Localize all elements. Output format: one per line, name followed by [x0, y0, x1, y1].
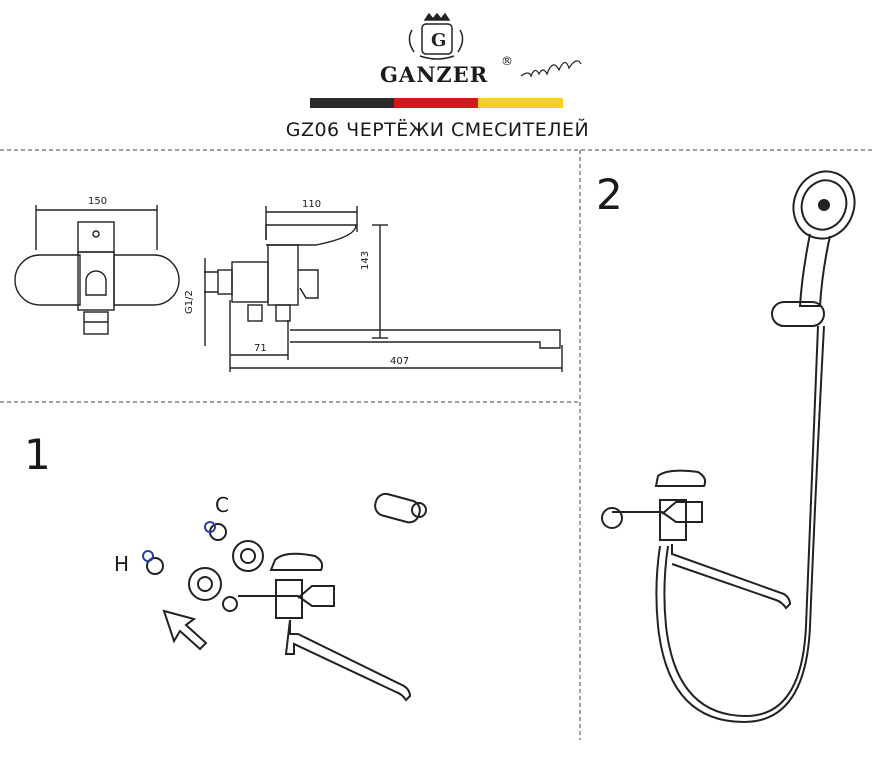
step1-illustration: [142, 492, 427, 702]
brand-name: GANZER: [380, 62, 489, 87]
dim-thread: G1/2: [184, 290, 195, 314]
label-hot: H: [114, 552, 130, 576]
page-title: GZ06 ЧЕРТЁЖИ СМЕСИТЕЛЕЙ: [285, 119, 590, 141]
panel-separators: [0, 149, 875, 740]
step-1-number: 1: [24, 430, 51, 479]
crest-logo: G: [408, 12, 464, 60]
dim-spout-top: 110: [302, 199, 322, 210]
side-view-drawing: [204, 206, 563, 372]
svg-text:G: G: [431, 30, 446, 51]
dim-reach: 407: [390, 356, 410, 367]
front-view-drawing: [14, 205, 180, 335]
label-cold: C: [215, 493, 229, 517]
dim-width-front: 150: [88, 196, 108, 207]
flag-bar: [310, 98, 563, 108]
signature: [520, 60, 582, 78]
registered-mark: ®: [501, 54, 513, 68]
dim-height: 143: [360, 250, 371, 270]
dim-offset: 71: [254, 343, 267, 354]
step-2-number: 2: [596, 170, 623, 219]
step2-illustration: [601, 170, 856, 724]
